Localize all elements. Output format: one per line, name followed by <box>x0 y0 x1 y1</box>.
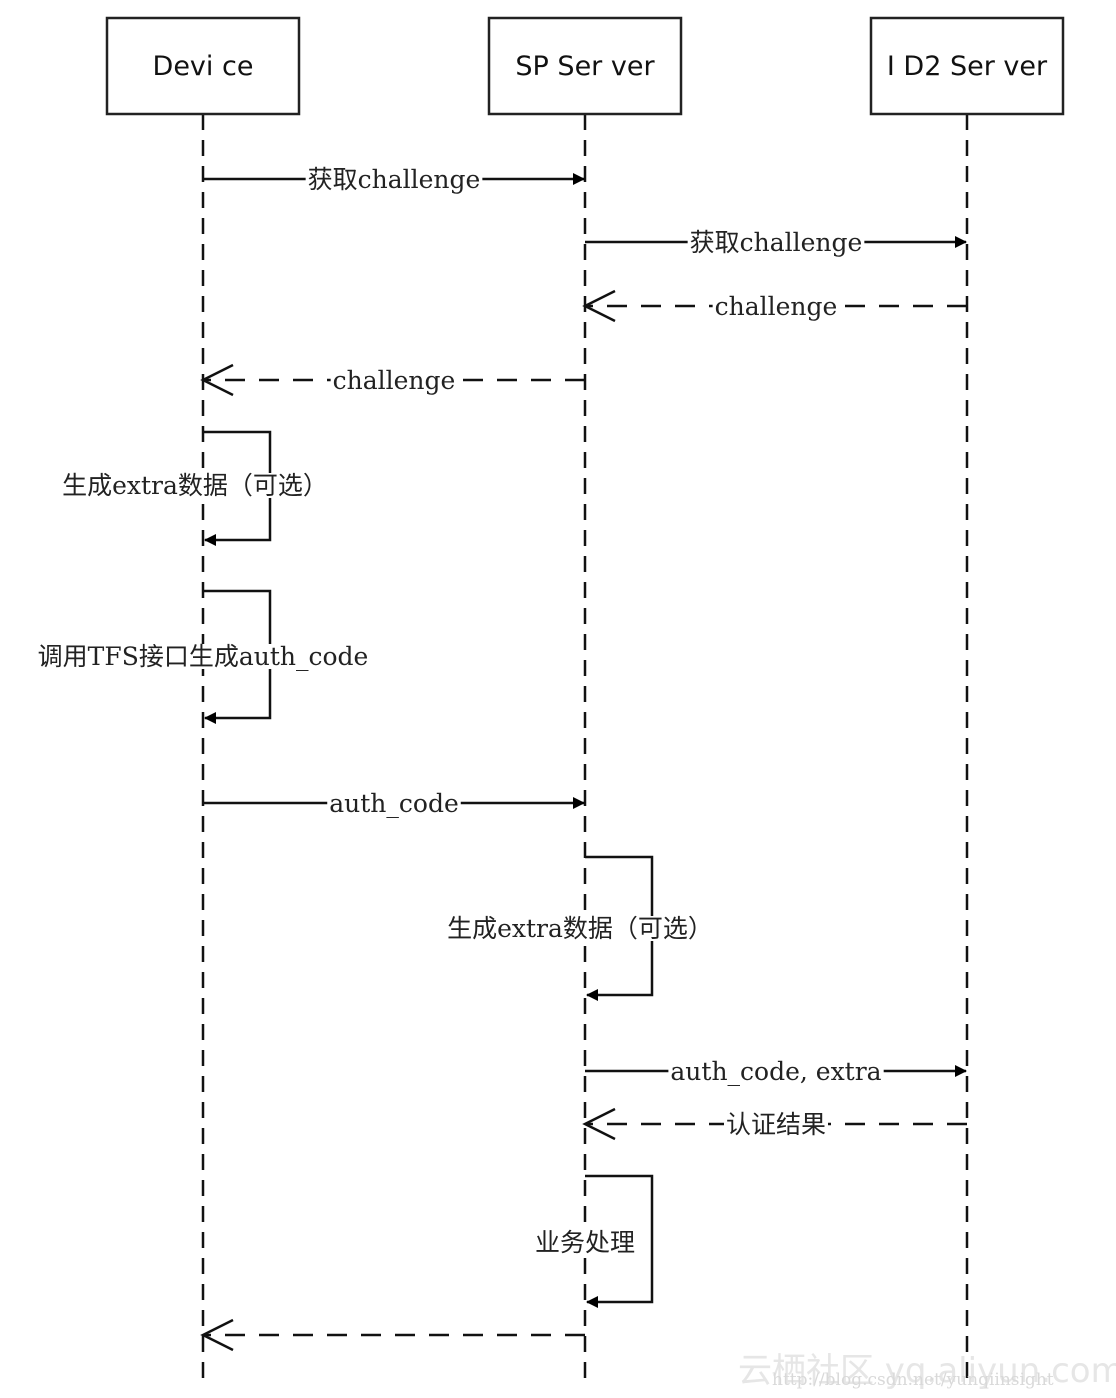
message-label: challenge <box>333 366 456 395</box>
watermark: 云栖社区 yq.aliyun.com http://blog.csdn.net/… <box>738 1351 1116 1391</box>
label-background <box>712 294 840 319</box>
label-background <box>305 167 483 192</box>
message-label: 生成extra数据（可选） <box>62 471 328 500</box>
message-12 <box>200 1318 585 1352</box>
message-8: 生成extra数据（可选） <box>445 855 715 1001</box>
label-background <box>327 791 461 816</box>
message-label: auth_code <box>329 789 459 818</box>
watermark-primary: 云栖社区 yq.aliyun.com <box>738 1351 1116 1391</box>
message-11: 业务处理 <box>532 1174 654 1308</box>
participant-label: I D2 Ser ver <box>887 51 1048 82</box>
message-7: auth_code <box>203 789 585 818</box>
message-label: 获取challenge <box>690 228 863 257</box>
message-label: 认证结果 <box>726 1110 826 1139</box>
participant-sp: SP Ser ver <box>487 16 683 116</box>
message-3: challenge <box>582 289 967 323</box>
participant-box <box>105 16 301 116</box>
participant-label: Devi ce <box>153 51 254 82</box>
self-message-arrow <box>585 1174 654 1308</box>
message-6: 调用TFS接口生成auth_code <box>35 589 371 724</box>
message-5: 生成extra数据（可选） <box>60 430 330 546</box>
label-background <box>723 1112 829 1137</box>
message-9: auth_code, extra <box>585 1057 967 1086</box>
participant-box <box>869 16 1065 116</box>
participant-id2: I D2 Ser ver <box>869 16 1065 116</box>
label-background <box>445 916 715 941</box>
message-label: 业务处理 <box>535 1228 635 1257</box>
label-background <box>330 368 458 393</box>
open-arrowhead-icon <box>200 363 234 397</box>
open-arrowhead-icon <box>200 1318 234 1352</box>
message-2: 获取challenge <box>585 228 967 257</box>
watermark-secondary: http://blog.csdn.net/yunqiinsight <box>772 1370 1054 1390</box>
open-arrowhead-icon <box>582 1107 616 1141</box>
open-arrowhead-icon <box>582 289 616 323</box>
message-1: 获取challenge <box>203 165 585 194</box>
label-background <box>60 473 330 498</box>
label-background <box>35 644 371 669</box>
message-label: 获取challenge <box>308 165 481 194</box>
message-label: challenge <box>715 292 838 321</box>
message-label: 调用TFS接口生成auth_code <box>38 642 369 671</box>
label-background <box>668 1059 884 1084</box>
label-background <box>687 230 865 255</box>
participant-box <box>487 16 683 116</box>
label-background <box>532 1230 638 1255</box>
message-label: 生成extra数据（可选） <box>447 914 713 943</box>
message-label: auth_code, extra <box>670 1057 881 1086</box>
participant-device: Devi ce <box>105 16 301 116</box>
message-4: challenge <box>200 363 585 397</box>
participant-label: SP Ser ver <box>515 51 655 82</box>
message-10: 认证结果 <box>582 1107 967 1141</box>
